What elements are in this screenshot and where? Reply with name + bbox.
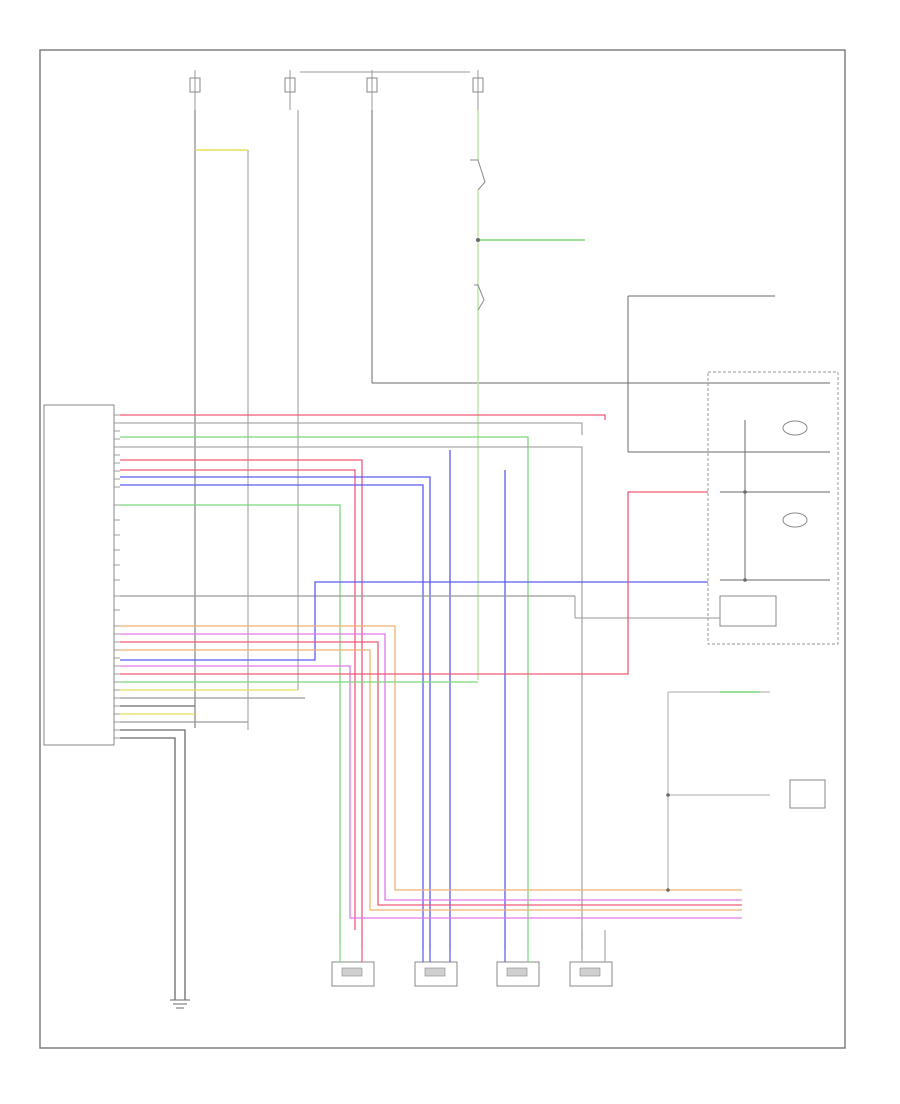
harness-wires	[120, 414, 742, 1000]
wheel-speed-sensors	[331, 930, 613, 987]
brake-switch-circuit	[470, 110, 585, 680]
right-front-sensor	[414, 961, 458, 987]
abs-indicator-bulb	[782, 512, 808, 528]
fuse-1	[189, 77, 201, 93]
brake-indicator-bulb	[782, 420, 808, 436]
transmission-control-circuit	[666, 691, 826, 892]
instrument-cluster-box	[707, 371, 839, 645]
right-rear-sensor	[569, 961, 613, 987]
fuse-4	[472, 77, 484, 93]
fuse-2	[284, 77, 296, 93]
instrument-cluster	[574, 295, 839, 645]
vertical-feeds	[194, 110, 830, 730]
ground-symbol	[170, 999, 190, 1009]
fuse-3	[366, 77, 378, 93]
left-front-sensor	[331, 961, 375, 987]
abs-control-unit	[43, 404, 115, 746]
module-pins	[114, 414, 120, 739]
transmission-range-switch	[789, 779, 826, 809]
diagram-frame	[39, 49, 846, 1049]
brake-switch	[470, 159, 486, 191]
left-rear-sensor	[496, 961, 540, 987]
abs-control-unit-box	[43, 404, 115, 746]
relay-module	[719, 595, 777, 627]
clutch-switch	[474, 284, 485, 311]
power-feed-group	[189, 70, 484, 110]
